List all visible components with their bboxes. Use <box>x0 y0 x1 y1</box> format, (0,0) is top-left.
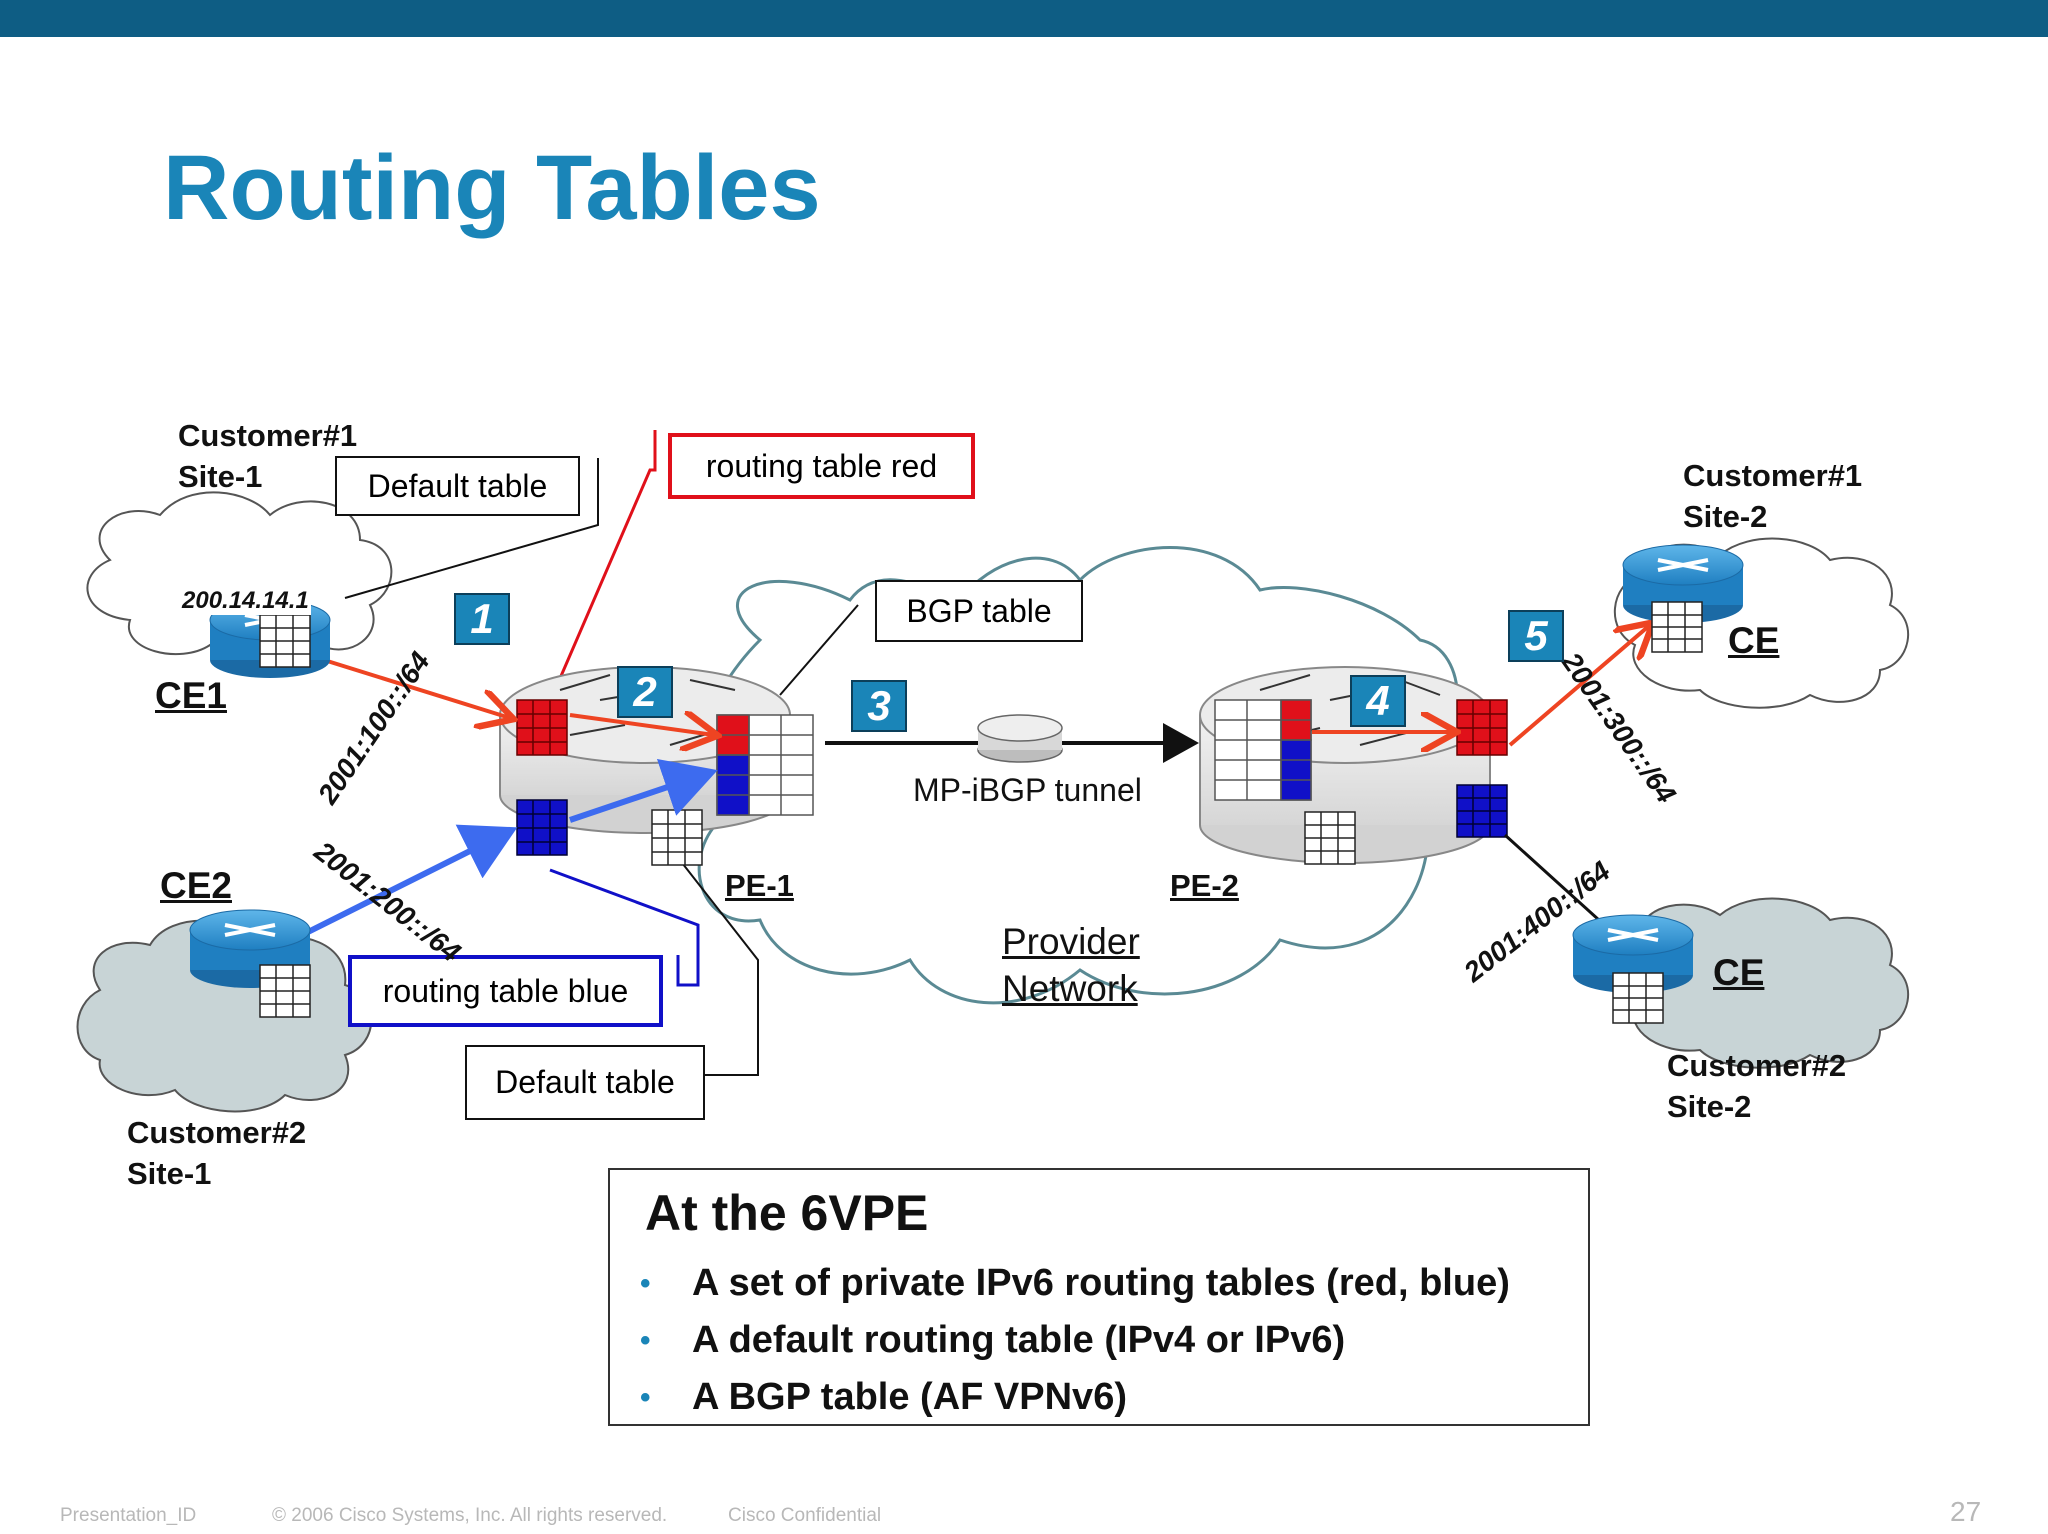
slide-title: Routing Tables <box>163 137 821 239</box>
site-label-c1-site1: Customer#1 Site-1 <box>178 415 357 497</box>
info-bullet-list: • A set of private IPv6 routing tables (r… <box>640 1255 1510 1426</box>
ce2-table <box>259 964 311 1018</box>
router-label-pe1: PE-1 <box>725 868 794 903</box>
route-reflector-icon <box>977 714 1063 763</box>
pe1-blue-vrf-table <box>516 799 568 856</box>
arrow-ce2-to-pe1 <box>306 824 518 935</box>
ce-c1-site2-table <box>1651 601 1703 653</box>
site-label-c2-site2: Customer#2 Site-2 <box>1667 1045 1846 1127</box>
footer-confidential: Cisco Confidential <box>728 1505 882 1526</box>
site-label-line: Customer#1 <box>1683 458 1863 493</box>
provider-label-line: Provider <box>1002 921 1140 962</box>
bgp-table-pe2 <box>1214 699 1312 801</box>
mp-ibgp-tunnel-label: MP-iBGP tunnel <box>913 772 1142 808</box>
info-box: At the 6VPE • A set of private IPv6 routi… <box>608 1168 1590 1426</box>
site-label-line: Customer#1 <box>178 418 358 453</box>
site-label-line: Site-2 <box>1683 499 1768 534</box>
pe2-blue-vrf-table <box>1456 784 1508 838</box>
callout-default-table-bottom: Default table <box>465 1045 705 1120</box>
step-marker-5: 5 <box>1508 610 1564 662</box>
bgp-table-pe1 <box>716 714 814 816</box>
router-label-pe2: PE-2 <box>1170 868 1239 903</box>
step-marker-1: 1 <box>454 593 510 645</box>
callout-line-red <box>553 430 657 691</box>
arrow-red-vrf-to-bgp <box>569 715 714 735</box>
step-marker-3: 3 <box>851 680 907 732</box>
site-label-line: Customer#2 <box>1667 1048 1847 1083</box>
info-heading: At the 6VPE <box>645 1185 929 1241</box>
provider-network-label: Provider Network <box>1002 918 1140 1012</box>
callout-line-default-bottom <box>671 849 759 1076</box>
info-bullet: • A BGP table (AF VPNv6) <box>640 1369 1510 1426</box>
pe1-red-vrf-table <box>516 699 568 756</box>
info-bullet: • A default routing table (IPv4 or IPv6) <box>640 1312 1510 1369</box>
arrow-ce1-to-pe1 <box>307 653 510 718</box>
step-marker-2: 2 <box>617 666 673 718</box>
site-label-c2-site1: Customer#2 Site-1 <box>127 1112 306 1194</box>
callout-bgp-table: BGP table <box>875 580 1083 642</box>
callout-routing-table-blue: routing table blue <box>348 955 663 1027</box>
site-label-c1-site2: Customer#1 Site-2 <box>1683 455 1862 537</box>
pe2-default-table <box>1304 811 1356 865</box>
router-label-ce-c2-site2: CE <box>1713 952 1765 993</box>
bullet-icon: • <box>640 1266 651 1300</box>
footer-presentation-id: Presentation_ID <box>60 1505 197 1526</box>
pe1-default-table <box>651 809 703 866</box>
bullet-icon: • <box>640 1380 651 1414</box>
callout-routing-table-red: routing table red <box>668 433 975 499</box>
info-bullet-text: A default routing table (IPv4 or IPv6) <box>692 1319 1346 1361</box>
router-label-ce-c1-site2: CE <box>1728 620 1780 661</box>
info-bullet-text: A set of private IPv6 routing tables (re… <box>692 1262 1510 1304</box>
top-bar <box>0 0 2048 37</box>
ce-c2-site2-table <box>1612 972 1664 1024</box>
footer-copyright: © 2006 Cisco Systems, Inc. All rights re… <box>272 1505 668 1526</box>
pe2-red-vrf-table <box>1456 699 1508 756</box>
link-pe2-to-ce-c2site2 <box>1503 833 1612 932</box>
info-bullet: • A set of private IPv6 routing tables (r… <box>640 1255 1510 1312</box>
bullet-icon: • <box>640 1323 651 1357</box>
router-label-ce1: CE1 <box>155 675 227 716</box>
ce1-table <box>259 614 311 668</box>
provider-label-line: Network <box>1002 968 1138 1009</box>
site-label-line: Site-2 <box>1667 1089 1752 1124</box>
ce1-address: 200.14.14.1 <box>180 587 311 615</box>
callout-line-default-top <box>344 458 599 599</box>
site-label-line: Customer#2 <box>127 1115 307 1150</box>
step-marker-4: 4 <box>1350 675 1406 727</box>
site-label-line: Site-1 <box>127 1156 212 1191</box>
page-number: 27 <box>1950 1496 1982 1527</box>
site-label-line: Site-1 <box>178 459 263 494</box>
callout-line-bgp <box>779 604 859 696</box>
arrow-blue-vrf-to-bgp <box>569 758 718 823</box>
callout-line-blue <box>549 868 700 987</box>
info-bullet-text: A BGP table (AF VPNv6) <box>692 1376 1127 1418</box>
router-label-ce2: CE2 <box>160 865 232 906</box>
callout-default-table-top: Default table <box>335 456 580 516</box>
arrow-pe2-to-ce-site2 <box>1508 625 1650 747</box>
